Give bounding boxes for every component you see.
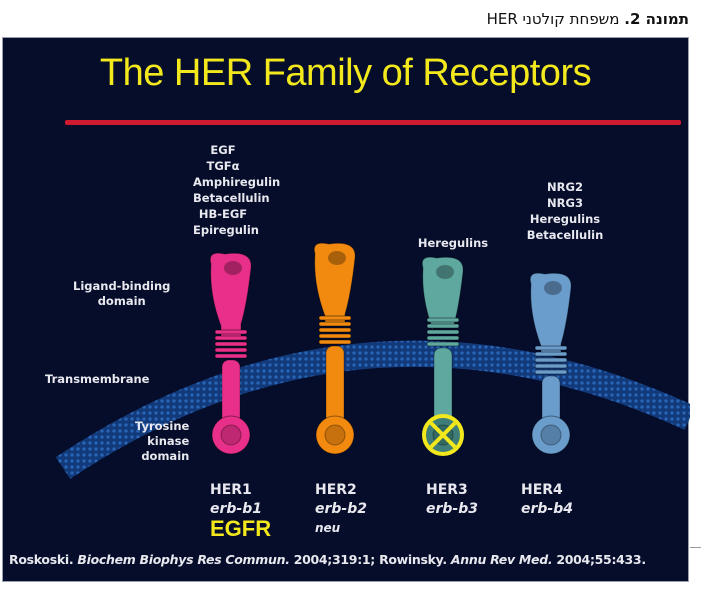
transmembrane-coil	[534, 351, 568, 357]
ligand-item: Heregulins	[529, 212, 601, 226]
ligand-item: NRG2	[547, 180, 583, 194]
receptor-alias: neu	[315, 521, 341, 535]
ligand-binding-domain	[313, 242, 356, 327]
her3-labels: HER3 erb-b3	[426, 481, 478, 519]
receptor-name: HER3	[426, 482, 468, 498]
intracellular-stem	[221, 359, 241, 425]
transmembrane-coil	[318, 315, 352, 321]
receptor-gene: erb-b4	[521, 501, 573, 517]
ligand-item: Betacellulin	[193, 191, 270, 205]
ligand-item: EGF	[210, 143, 236, 157]
transmembrane-coil	[318, 327, 352, 333]
intracellular-stem	[433, 347, 453, 425]
transmembrane-coil	[426, 323, 460, 329]
ligand-binding-domain	[529, 272, 572, 357]
transmembrane-coil	[214, 335, 248, 341]
transmembrane-coil	[426, 335, 460, 341]
figure-caption: תמונה 2. משפחת קולטני HER	[487, 10, 689, 28]
transmembrane-coil	[318, 333, 352, 339]
transmembrane-coil	[214, 341, 248, 347]
ref-cite: 2004;319:1;	[293, 552, 376, 567]
ligand-item: Heregulins	[417, 236, 489, 250]
ligand-binding-domain	[209, 252, 252, 341]
ligand-item: HB-EGF	[198, 207, 248, 221]
transmembrane-coil	[214, 329, 248, 335]
inactive-kinase-x-icon	[429, 421, 457, 449]
receptor-name: HER2	[315, 482, 357, 498]
kinase-ring-center	[220, 424, 242, 446]
kinase-ring-center	[540, 424, 562, 446]
binding-pocket	[328, 251, 346, 265]
receptor-her4	[529, 272, 572, 455]
transmembrane-coil	[534, 345, 568, 351]
transmembrane-label: Transmembrane	[45, 372, 150, 386]
slide-title: The HER Family of Receptors	[99, 52, 592, 94]
transmembrane-coil	[426, 341, 460, 347]
ref-cite: 2004;55:433.	[556, 552, 646, 567]
receptor-gene: erb-b2	[315, 501, 367, 517]
ligand-item: Amphiregulin	[193, 175, 281, 189]
transmembrane-coil	[534, 357, 568, 363]
her4-labels: HER4 erb-b4	[521, 481, 573, 519]
ref-author: Roskoski.	[9, 552, 74, 567]
her2-labels: HER2 erb-b2 neu	[315, 481, 367, 538]
figure-number: תמונה 2.	[624, 10, 689, 28]
binding-pocket	[436, 265, 454, 279]
tyrosine-kinase-domain	[315, 415, 355, 455]
her4-ligands: NRG2 NRG3 Heregulins Betacellulin	[520, 179, 610, 243]
figure-caption-text: משפחת קולטני HER	[486, 10, 620, 28]
ligand-item: TGFα	[206, 159, 240, 173]
ligand-item: Betacellulin	[526, 228, 604, 242]
transmembrane-coil	[426, 317, 460, 323]
receptor-her1	[209, 252, 252, 455]
receptor-her2	[313, 242, 356, 455]
ligand-binding-domain	[421, 256, 464, 331]
ligand-binding-domain-label: Ligand-binding domain	[73, 279, 170, 309]
transmembrane-coil	[318, 321, 352, 327]
intracellular-stem	[325, 345, 345, 425]
ref-author: Rowinsky.	[379, 552, 447, 567]
binding-pocket	[224, 261, 242, 275]
ligand-item: Epiregulin	[193, 223, 259, 237]
her1-ligands: EGF TGFα Amphiregulin Betacellulin HB-EG…	[193, 142, 281, 238]
receptor-her3	[421, 256, 464, 456]
tk-line3: domain	[141, 449, 190, 463]
ligand-item: NRG3	[547, 196, 583, 210]
her1-labels: HER1 erb-b1 EGFR	[210, 481, 272, 541]
cell-membrane	[55, 340, 690, 479]
receptor-alias: EGFR	[210, 516, 272, 541]
tyrosine-kinase-domain	[211, 415, 251, 455]
her3-ligands: Heregulins	[413, 235, 493, 251]
transmembrane-coil	[318, 339, 352, 345]
tyrosine-kinase-domain	[531, 415, 571, 455]
tk-line2: kinase	[147, 434, 190, 448]
transmembrane-coil	[534, 363, 568, 369]
kinase-ring-center	[324, 424, 346, 446]
transmembrane-coil	[534, 369, 568, 375]
transmembrane-coil	[214, 347, 248, 353]
receptor-gene: erb-b3	[426, 501, 478, 517]
ligand-binding-line1: Ligand-binding	[73, 279, 171, 293]
tk-line1: Tyrosine	[135, 419, 190, 433]
reference-citation: Roskoski. Biochem Biophys Res Commun. 20…	[9, 552, 646, 567]
tyrosine-kinase-domain-label: Tyrosine kinase domain	[135, 419, 189, 464]
transmembrane-coil	[214, 353, 248, 359]
ref-journal: Biochem Biophys Res Commun.	[77, 552, 290, 567]
binding-pocket	[544, 281, 562, 295]
receptor-name: HER1	[210, 482, 252, 498]
slide: The HER Family of Receptors Ligand-bindi…	[2, 37, 690, 582]
ref-journal: Annu Rev Med.	[450, 552, 553, 567]
transmembrane-coil	[426, 329, 460, 335]
receptor-gene: erb-b1	[210, 501, 262, 517]
ligand-binding-line2: domain	[97, 294, 146, 308]
receptor-diagram	[55, 242, 690, 479]
margin-tick	[690, 547, 701, 548]
receptor-name: HER4	[521, 482, 563, 498]
title-rule	[65, 120, 681, 125]
